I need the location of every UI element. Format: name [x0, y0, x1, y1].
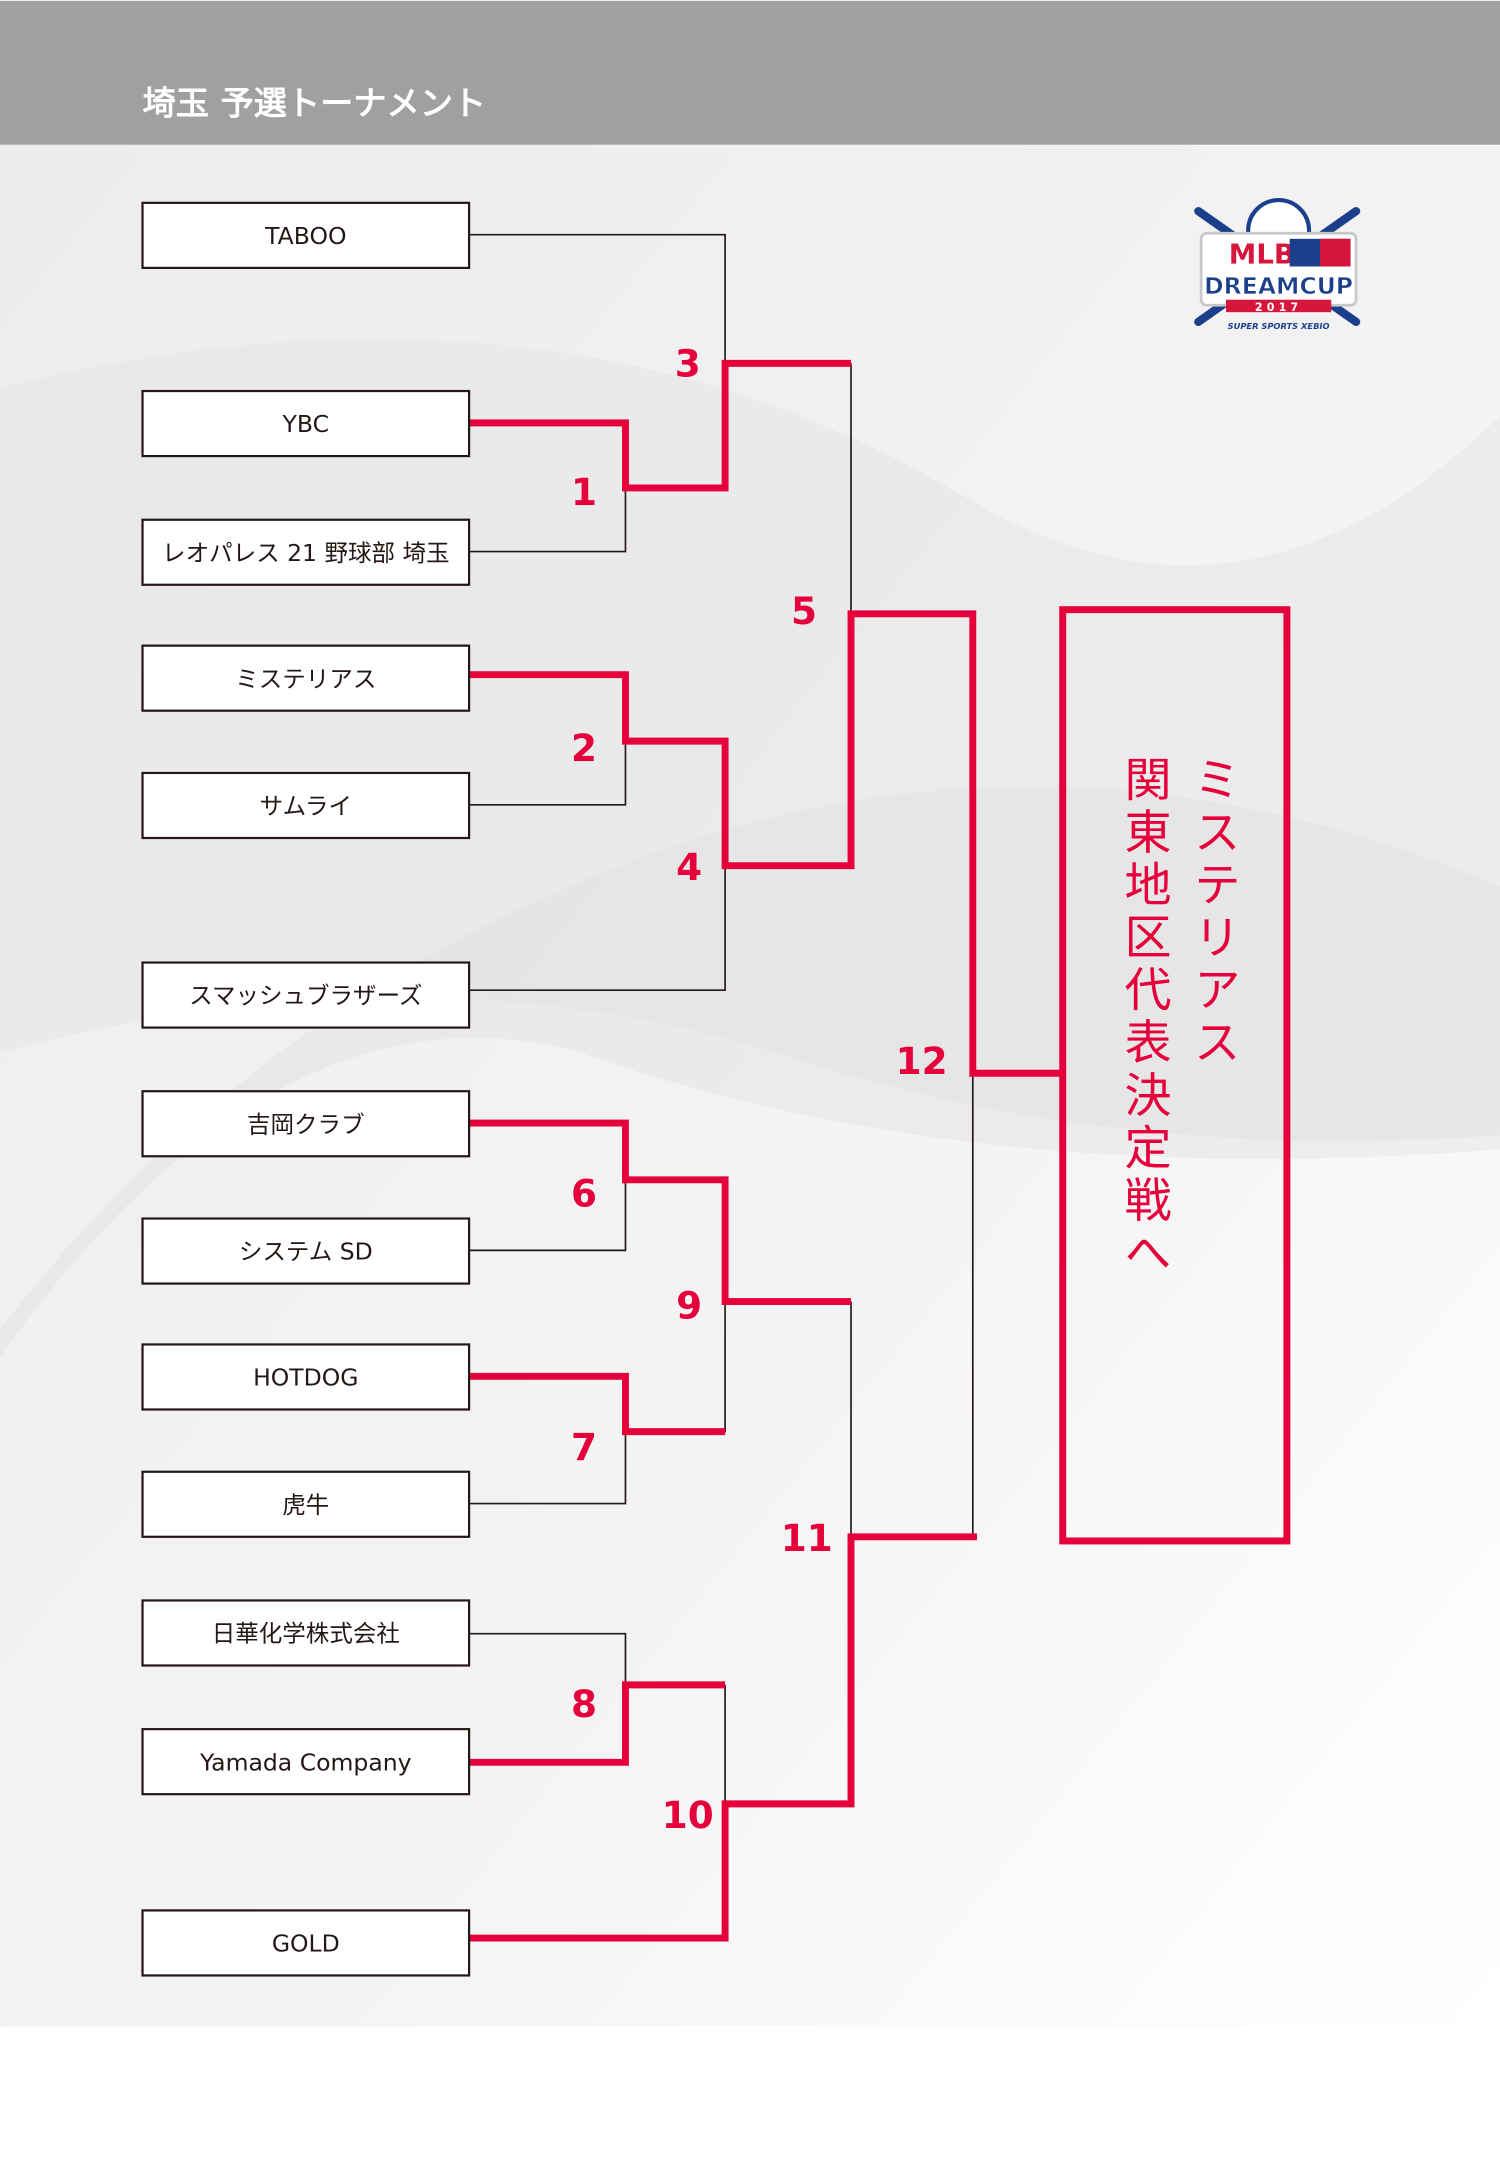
team-entry: レオパレス 21 野球部 埼玉 — [141, 518, 471, 586]
team-name: ミステリアス — [235, 665, 376, 693]
team-box — [141, 1343, 471, 1411]
match-number: 7 — [571, 1425, 597, 1469]
match-number: 4 — [676, 845, 702, 889]
svg-text:SUPER SPORTS XEBIO: SUPER SPORTS XEBIO — [1228, 321, 1330, 331]
bracket-line — [469, 1632, 627, 1685]
team-box — [141, 1090, 471, 1158]
team-box — [141, 518, 471, 586]
team-name: システム SD — [239, 1238, 373, 1266]
team-entry: システム SD — [141, 1217, 471, 1285]
match-number: 2 — [571, 726, 597, 770]
background-swoosh — [0, 786, 1500, 1357]
bracket-lines — [469, 233, 1063, 1942]
team-entry: 日華化学株式会社 — [141, 1599, 471, 1667]
match-number: 6 — [571, 1172, 597, 1216]
svg-text:2017: 2017 — [1255, 301, 1302, 314]
team-entry: TABOO — [141, 201, 471, 269]
team-entry: HOTDOG — [141, 1343, 471, 1411]
team-entry: GOLD — [141, 1909, 471, 1977]
team-box — [141, 1728, 471, 1796]
team-entry: YBC — [141, 389, 471, 458]
svg-text:MLB: MLB — [1229, 238, 1295, 271]
team-name: サムライ — [260, 792, 352, 820]
winner-path — [469, 1372, 726, 1436]
winner-path — [469, 610, 1063, 1077]
team-name: HOTDOG — [253, 1364, 358, 1392]
bracket-line — [469, 233, 726, 364]
match-number: 9 — [676, 1284, 702, 1328]
advance-text: 関東地区代表決定戦へ — [1115, 755, 1171, 1281]
team-box — [141, 961, 471, 1029]
winner-path — [469, 1533, 977, 1942]
match-number: 1 — [571, 470, 597, 514]
svg-text:DREAMCUP: DREAMCUP — [1204, 272, 1353, 300]
team-box — [141, 1470, 471, 1538]
team-box — [141, 389, 471, 458]
team-name: 虎牛 — [282, 1491, 329, 1519]
match-number: 3 — [675, 341, 701, 385]
winner-path — [469, 1119, 852, 1306]
bracket-line — [469, 741, 627, 806]
team-name: TABOO — [264, 222, 346, 250]
team-entry: スマッシュブラザーズ — [141, 961, 471, 1029]
team-name: GOLD — [272, 1930, 340, 1958]
team-name: 吉岡クラブ — [247, 1110, 365, 1138]
team-name: レオパレス 21 野球部 埼玉 — [162, 539, 450, 567]
team-entry: ミステリアス — [141, 644, 471, 712]
winner-name: ミステリアス — [1185, 755, 1240, 1070]
mlb-dreamcup-logo: MLB DREAMCUP 2017 SUPER SPORTS XEBIO — [1194, 198, 1361, 331]
match-number: 8 — [571, 1682, 597, 1726]
winner-path — [469, 1681, 726, 1766]
team-box — [141, 1909, 471, 1977]
team-box — [141, 1217, 471, 1285]
match-number: 11 — [781, 1516, 833, 1560]
team-entry: 虎牛 — [141, 1470, 471, 1538]
team-name: Yamada Company — [199, 1748, 412, 1776]
match-number: 5 — [791, 589, 817, 633]
team-entry: Yamada Company — [141, 1728, 471, 1796]
team-name: スマッシュブラザーズ — [189, 982, 422, 1010]
team-box — [141, 201, 471, 269]
team-list: TABOO YBC レオパレス 21 野球部 埼玉ミステリアスサムライスマッシュブラ… — [141, 201, 471, 1977]
team-entry: サムライ — [141, 771, 471, 840]
match-number: 12 — [896, 1039, 948, 1083]
header-bar — [0, 0, 1500, 145]
result-box — [1059, 606, 1291, 1545]
bracket-line — [469, 1431, 627, 1505]
team-box — [141, 644, 471, 712]
match-number: 10 — [662, 1793, 714, 1837]
page-title: 埼玉 予選トーナメント — [143, 83, 487, 122]
winner-path — [469, 359, 852, 492]
team-box — [141, 771, 471, 840]
team-entry: 吉岡クラブ — [141, 1090, 471, 1158]
team-name: YBC — [282, 410, 330, 438]
bracket-line — [469, 487, 627, 553]
bracket-line — [469, 1179, 627, 1252]
team-name: 日華化学株式会社 — [212, 1620, 400, 1648]
bracket-line — [469, 865, 726, 992]
team-box — [141, 1599, 471, 1667]
